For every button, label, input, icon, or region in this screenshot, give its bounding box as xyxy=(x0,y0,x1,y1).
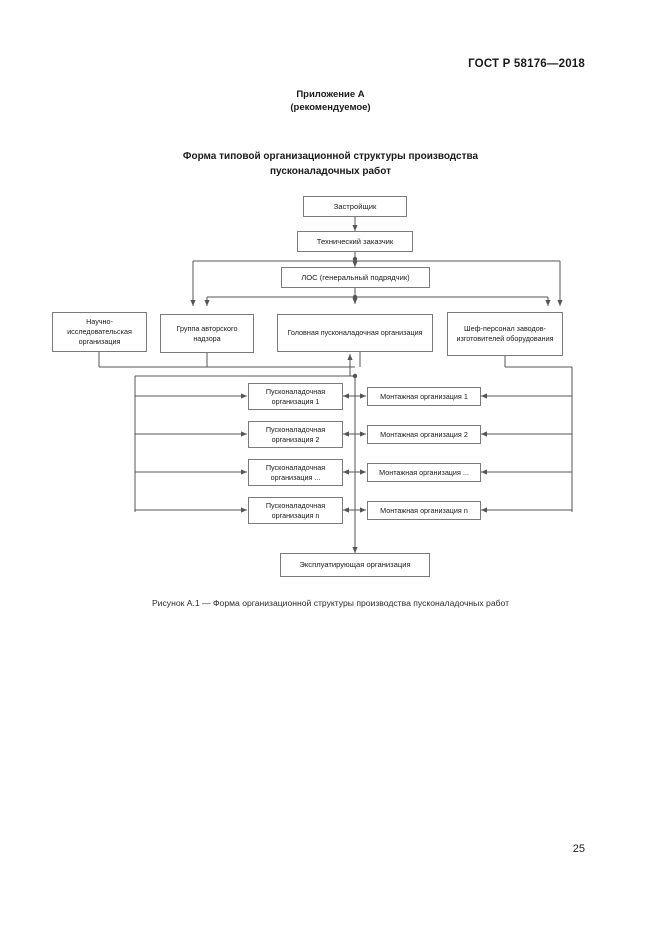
node-installation-n[interactable]: Монтажная организация n xyxy=(367,501,481,520)
org-structure-diagram: Застройщик Технический заказчик ЛОС (ген… xyxy=(52,196,573,577)
node-installation-dots[interactable]: Монтажная организация ... xyxy=(367,463,481,482)
page-title-line-1: Форма типовой организационной структуры … xyxy=(182,151,479,162)
node-installation-1[interactable]: Монтажная организация 1 xyxy=(367,387,481,406)
node-commissioning-1[interactable]: Пусконаладочная организация 1 xyxy=(248,383,343,410)
standard-header: ГОСТ Р 58176—2018 xyxy=(468,58,585,70)
node-manufacturer-chief-personnel[interactable]: Шеф-персонал заводов-изготовителей обору… xyxy=(447,312,563,356)
page-number: 25 xyxy=(572,843,585,855)
diagram-connectors xyxy=(98,217,573,553)
figure-caption: Рисунок А.1 — Форма организационной стру… xyxy=(151,598,510,608)
annex-heading: Приложение А (рекомендуемое) xyxy=(0,88,661,114)
annex-title: Приложение А xyxy=(296,89,365,100)
page-title-line-2: пусконаладочных работ xyxy=(270,165,391,177)
node-installation-2[interactable]: Монтажная организация 2 xyxy=(367,425,481,444)
node-commissioning-n[interactable]: Пусконаладочная организация n xyxy=(248,497,343,524)
node-research-organization[interactable]: Научно-исследовательская организация xyxy=(52,312,147,352)
node-operating-organization[interactable]: Эксплуатирующая организация xyxy=(280,553,430,577)
annex-subtitle: (рекомендуемое) xyxy=(290,102,371,113)
node-developer[interactable]: Застройщик xyxy=(303,196,407,217)
node-commissioning-2[interactable]: Пусконаладочная организация 2 xyxy=(248,421,343,448)
node-commissioning-dots[interactable]: Пусконаладочная организация ... xyxy=(248,459,343,486)
node-general-contractor[interactable]: ЛОС (генеральный подрядчик) xyxy=(281,267,430,288)
node-lead-commissioning-organization[interactable]: Головная пусконаладочная организация xyxy=(277,314,433,352)
node-designer-supervision-group[interactable]: Группа авторского надзора xyxy=(160,314,254,353)
node-technical-customer[interactable]: Технический заказчик xyxy=(297,231,413,252)
page-title: Форма типовой организационной структуры … xyxy=(0,150,661,179)
